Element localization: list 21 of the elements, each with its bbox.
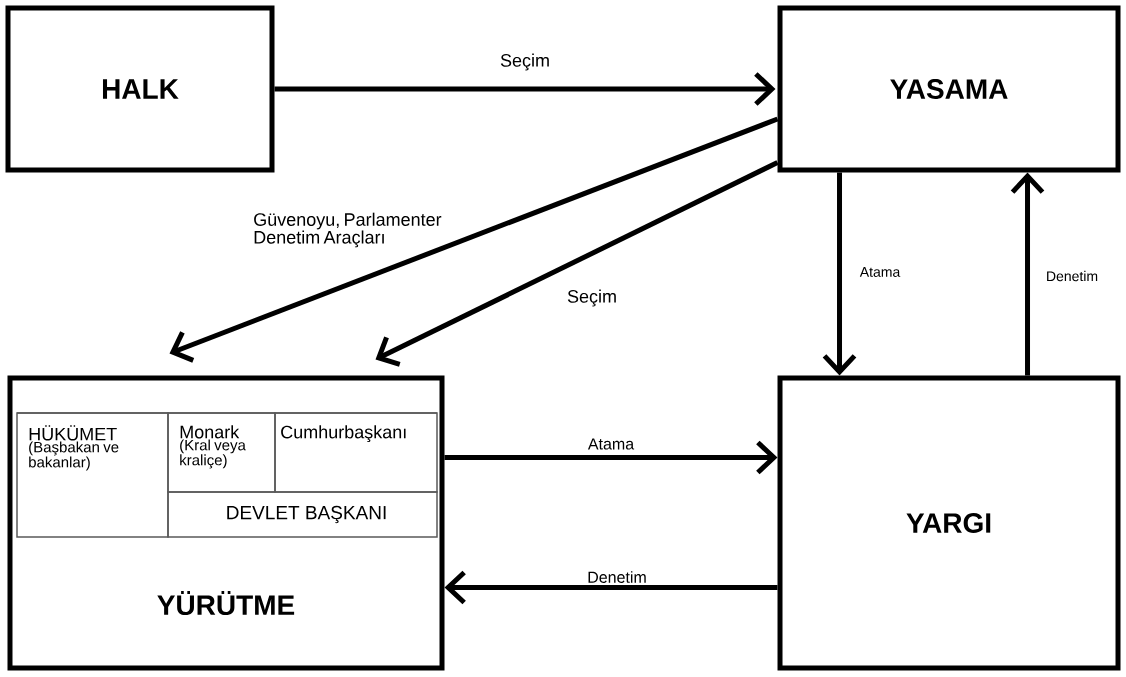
edge-label: Denetim (1044, 269, 1100, 283)
edge-label: Atama (586, 437, 636, 451)
arrow (444, 570, 778, 605)
arrow (444, 440, 778, 475)
branch-box: HALK (5, 5, 275, 173)
arrow (822, 172, 857, 376)
table-cell: HÜKÜMET (Başbakan ve bakanlar) (16, 412, 169, 538)
edge-label: Denetim (586, 570, 648, 584)
arrow (1010, 172, 1045, 376)
edge-label: Güvenoyu, Parlamenter Denetim Araçları (254, 212, 442, 248)
table-cell: DEVLET BAŞKANI (167, 491, 438, 538)
arrow (274, 72, 776, 106)
arrow (169, 116, 779, 363)
edge-label: Seçim (499, 52, 551, 72)
branch-box: YARGI (777, 375, 1121, 671)
edge-label: Atama (858, 266, 902, 278)
edge-label: Seçim (566, 288, 618, 308)
table-cell: Monark (Kral veya kraliçe) (167, 412, 276, 493)
table-cell: Cumhurbaşkanı (274, 412, 438, 493)
branch-box: YASAMA (777, 5, 1121, 173)
arrow (375, 160, 779, 367)
